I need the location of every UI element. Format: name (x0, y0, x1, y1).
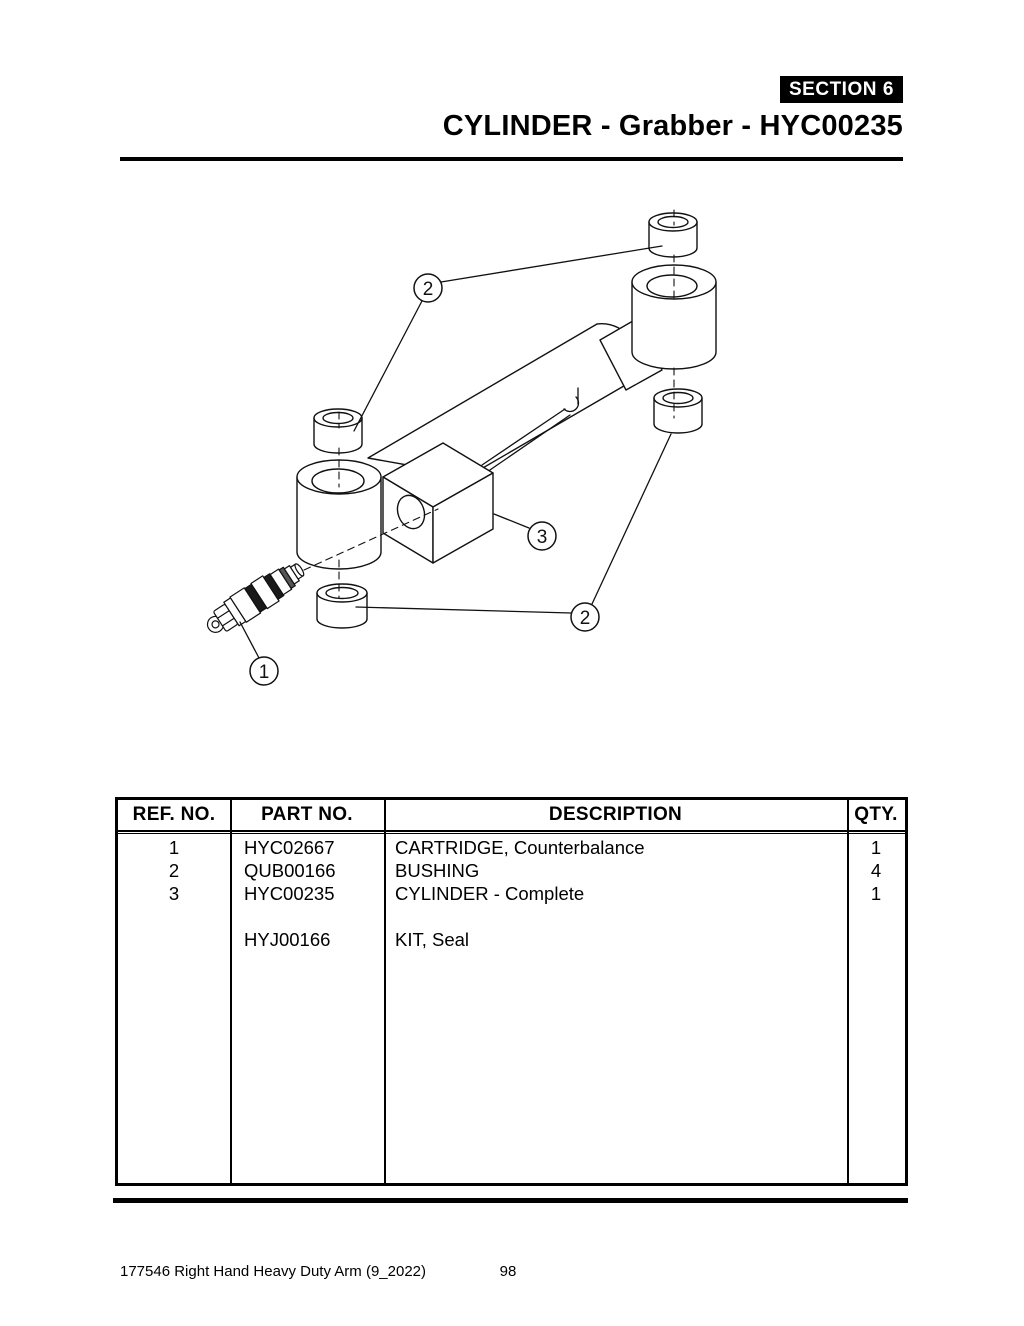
cell-qty: 1 (870, 883, 882, 904)
table-column-divider (384, 800, 386, 1183)
bushing-upper-left (313, 408, 363, 454)
cell-ref (118, 905, 230, 928)
svg-text:2: 2 (423, 279, 434, 300)
cell-part: QUB00166 (244, 860, 336, 881)
table-row: 3 HYC00235 CYLINDER - Complete 1 (118, 882, 905, 905)
cell-desc: CYLINDER - Complete (395, 883, 585, 904)
counterbalance-cartridge (206, 563, 305, 633)
cell-part: HYJ00166 (244, 929, 331, 950)
section-badge: SECTION 6 (780, 76, 903, 103)
leader-lines (239, 245, 672, 659)
cell-ref (118, 928, 230, 951)
cell-qty (847, 928, 905, 951)
cylinder-barrel (367, 317, 663, 477)
cell-ref: 1 (168, 837, 180, 858)
table-header-row: REF. NO. PART NO. DESCRIPTION QTY. (118, 800, 905, 830)
table-row: 2 QUB00166 BUSHING 4 (118, 859, 905, 882)
title-rule (120, 157, 903, 161)
table-row: HYJ00166 KIT, Seal (118, 928, 905, 951)
header-separator (118, 830, 905, 834)
hydraulic-pipe (481, 387, 580, 473)
bushing-lower-right (653, 388, 703, 434)
cell-desc: BUSHING (395, 860, 480, 881)
table-row-spacer (118, 905, 905, 928)
cell-desc: KIT, Seal (395, 929, 470, 950)
cell-desc (384, 905, 847, 928)
section-number: 6 (882, 78, 894, 100)
page-title: CYLINDER - Grabber - HYC00235 (442, 110, 903, 142)
svg-text:2: 2 (580, 608, 591, 629)
callout-2-bottom: 2 (570, 602, 600, 632)
callout-3: 3 (527, 521, 557, 551)
cell-qty (847, 905, 905, 928)
section-label: SECTION (789, 78, 877, 100)
header-part-no: PART NO. (261, 804, 353, 825)
table-body: 1 HYC02667 CARTRIDGE, Counterbalance 1 2… (118, 836, 905, 951)
callout-1: 1 (249, 656, 279, 686)
cell-part: HYC00235 (244, 883, 335, 904)
exploded-view-diagram: 2 3 2 1 (206, 209, 717, 686)
header-description: DESCRIPTION (548, 804, 683, 825)
cell-qty: 1 (870, 837, 882, 858)
bushing-top-right (648, 212, 698, 258)
cell-ref: 3 (168, 883, 180, 904)
valve-block (382, 442, 494, 564)
cell-part: HYC02667 (244, 837, 335, 858)
svg-text:1: 1 (259, 662, 270, 683)
svg-text:3: 3 (537, 527, 548, 548)
header-ref-no: REF. NO. (132, 804, 216, 825)
rod-eye (631, 264, 717, 370)
cell-desc: CARTRIDGE, Counterbalance (395, 837, 645, 858)
bushing-bottom-left (316, 583, 368, 629)
footer-page-number: 98 (499, 1263, 517, 1280)
cell-ref: 2 (168, 860, 180, 881)
table-column-divider (230, 800, 232, 1183)
bottom-rule (113, 1198, 908, 1203)
centerlines (303, 209, 675, 599)
header-qty: QTY. (854, 804, 898, 825)
callout-2-top: 2 (413, 273, 443, 303)
table-row: 1 HYC02667 CARTRIDGE, Counterbalance 1 (118, 836, 905, 859)
cell-qty: 4 (870, 860, 882, 881)
footer-doc-title: 177546 Right Hand Heavy Duty Arm (9_2022… (120, 1263, 427, 1280)
parts-table: REF. NO. PART NO. DESCRIPTION QTY. 1 HYC… (115, 797, 908, 1186)
cell-part (230, 905, 384, 928)
table-column-divider (847, 800, 849, 1183)
